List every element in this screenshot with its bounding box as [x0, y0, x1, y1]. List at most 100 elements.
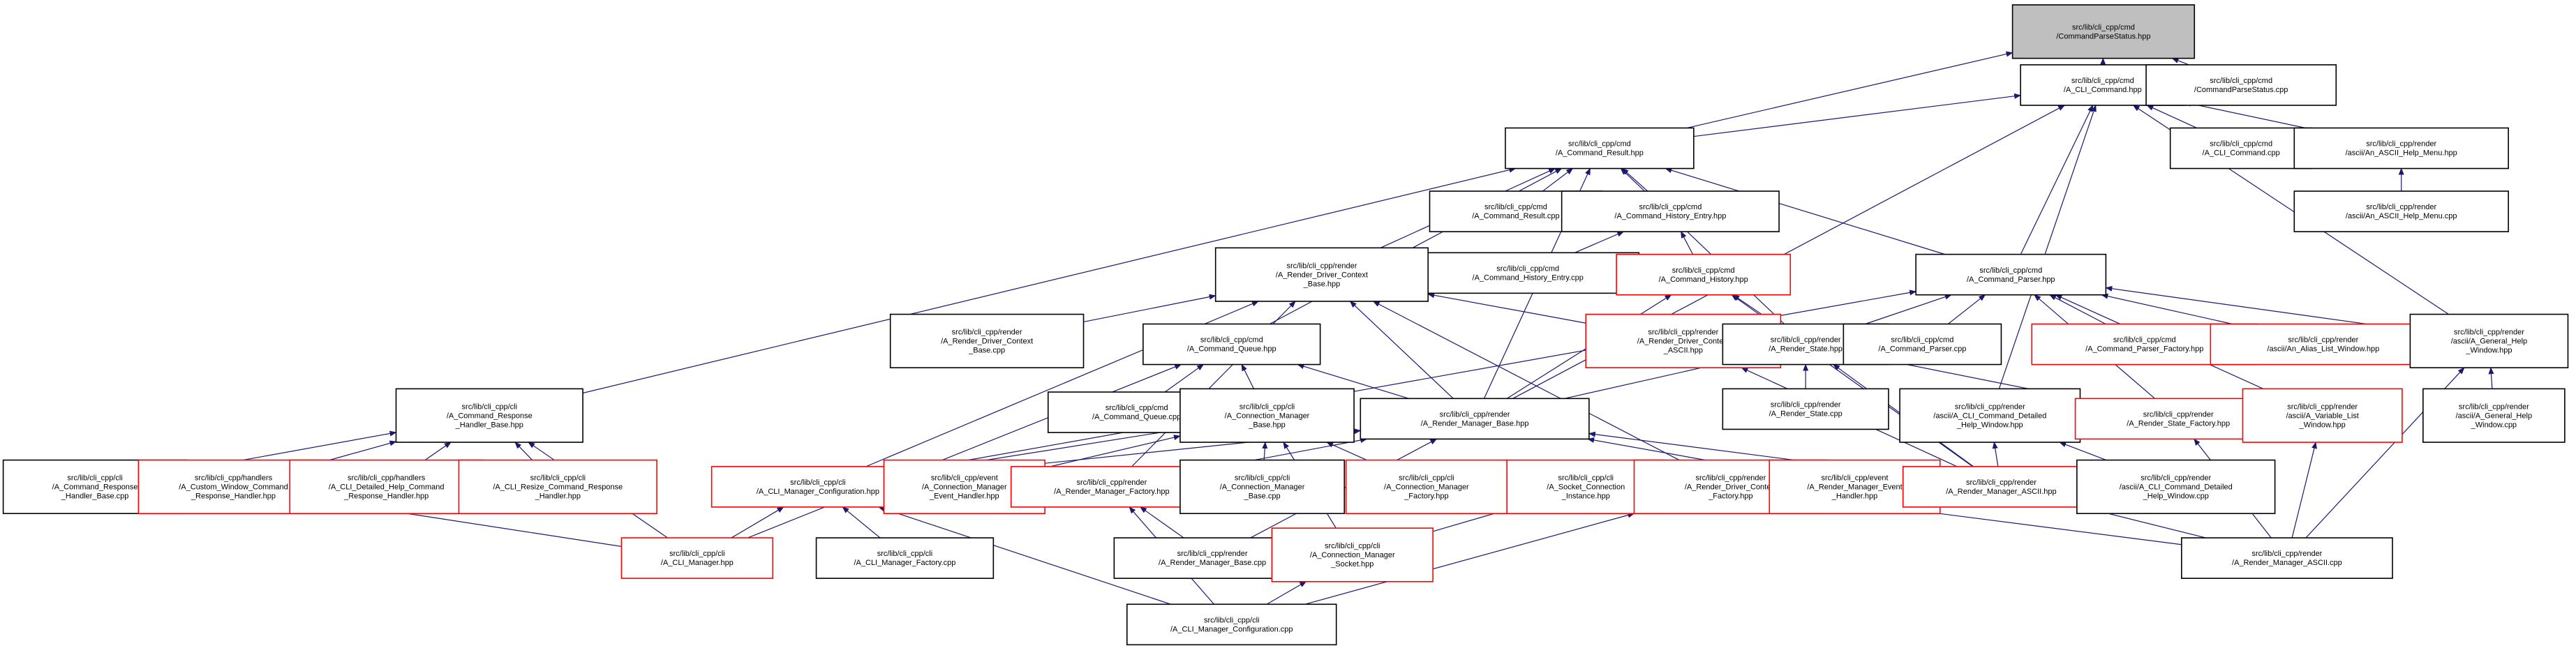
edge-render-driver-ctx-ascii-hpp-to-render-driver-ctx-base-hpp	[1427, 292, 1586, 324]
node-label-line: /A_Connection_Manager	[1220, 483, 1305, 492]
node-box	[620, 537, 774, 579]
node-cmd-parser-cpp[interactable]: src/lib/cli_cpp/cmd/A_Command_Parser.cpp	[1842, 323, 2002, 366]
node-box	[2076, 459, 2276, 515]
edge-conn-mgr-base-cpp-to-conn-mgr-base-hpp	[1262, 442, 1268, 460]
edge-cli-resize-cmd-resp-handler-hpp-to-cmd-resp-handler-base-hpp	[514, 442, 533, 461]
edge-cmd-queue-cpp-to-cmd-queue-hpp	[1164, 363, 1205, 393]
node-alias-list-window-hpp[interactable]: src/lib/cli_cpp/render/ascii/An_Alias_Li…	[2210, 323, 2437, 366]
node-box	[1842, 323, 2002, 366]
node-cli-cmd-detailed-help-window-cpp[interactable]: src/lib/cli_cpp/render/ascii/A_CLI_Comma…	[2076, 459, 2276, 515]
node-render-mgr-ascii-hpp[interactable]: src/lib/cli_cpp/render/A_Render_Manager_…	[1902, 466, 2100, 508]
node-label-line: src/lib/cli_cpp/handlers	[195, 474, 273, 483]
node-general-help-window-cpp[interactable]: src/lib/cli_cpp/render/ascii/A_General_H…	[2422, 388, 2566, 443]
node-label-line: src/lib/cli_cpp/render	[1771, 401, 1841, 409]
node-cmd-hist-entry-cpp[interactable]: src/lib/cli_cpp/cmd/A_Command_History_En…	[1416, 252, 1640, 294]
node-conn-mgr-base-hpp[interactable]: src/lib/cli_cpp/cli/A_Connection_Manager…	[1179, 388, 1355, 443]
node-label-line: src/lib/cli_cpp/cli	[462, 402, 517, 411]
node-cli-mgr-factory-cpp[interactable]: src/lib/cli_cpp/cli/A_CLI_Manager_Factor…	[815, 537, 995, 579]
node-label-line: /ascii/A_CLI_Command_Detailed	[2120, 483, 2233, 492]
edge-render-state-hpp-to-cmd-parser-hpp	[1865, 294, 1952, 325]
include-arrow	[328, 440, 397, 461]
node-conn-mgr-factory-hpp[interactable]: src/lib/cli_cpp/cli/A_Connection_Manager…	[1345, 459, 1508, 515]
node-label-line: _Window.hpp	[2465, 347, 2512, 355]
include-arrow	[878, 506, 1171, 605]
node-label-line: /A_Connection_Manager	[1225, 412, 1310, 420]
node-label-line: src/lib/cli_cpp/cli	[669, 550, 724, 558]
node-label-line: /A_CLI_Command.hpp	[2064, 86, 2142, 94]
node-cli-cmd-cpp[interactable]: src/lib/cli_cpp/cmd/A_CLI_Command.cpp	[2169, 127, 2313, 169]
node-label-line: src/lib/cli_cpp/render	[1966, 479, 2037, 487]
edge-cmd-resp-handler-base-hpp-to-cmd-result-hpp	[582, 167, 1517, 394]
node-label-line: /A_Connection_Manager	[922, 483, 1007, 492]
node-cps-cpp[interactable]: src/lib/cli_cpp/cmd/CommandParseStatus.c…	[2145, 64, 2337, 106]
include-arrow	[1542, 167, 1574, 192]
node-cmd-resp-handler-base-hpp[interactable]: src/lib/cli_cpp/cli/A_Command_Response_H…	[395, 388, 583, 443]
node-label-line: src/lib/cli_cpp/cmd	[1484, 203, 1547, 211]
include-arrow	[1693, 93, 2022, 137]
node-label-line: /ascii/An_ASCII_Help_Menu.cpp	[2346, 212, 2457, 220]
node-label-line: _Base.cpp	[1244, 492, 1281, 501]
edge-cmd-parser-hpp-to-cmd-result-hpp	[1665, 167, 1946, 255]
node-label-line: /A_Socket_Connection	[1547, 483, 1625, 492]
node-label-line: /A_Command_Result.hpp	[1556, 149, 1644, 158]
node-label-line: /A_CLI_Manager_Configuration.cpp	[1170, 625, 1293, 633]
node-variable-list-window-hpp[interactable]: src/lib/cli_cpp/render/ascii/A_Variable_…	[2242, 388, 2403, 443]
edge-render-mgr-base-hpp-to-render-driver-ctx-base-hpp	[1349, 301, 1454, 399]
node-label-line: src/lib/cli_cpp/cli	[530, 474, 586, 483]
node-render-mgr-factory-hpp[interactable]: src/lib/cli_cpp/render/A_Render_Manager_…	[1010, 466, 1213, 508]
node-label-line: src/lib/cli_cpp/render	[2251, 550, 2322, 558]
node-box	[2210, 323, 2437, 366]
node-label-line: /A_Command_Queue.cpp	[1092, 413, 1181, 421]
node-cli-mgr-hpp[interactable]: src/lib/cli_cpp/cli/A_CLI_Manager.hpp	[620, 537, 774, 579]
node-box	[1271, 527, 1434, 582]
include-arrow	[2059, 442, 2107, 461]
node-label-line: _Window.hpp	[2299, 421, 2346, 429]
node-label-line: src/lib/cli_cpp/render	[2366, 140, 2436, 149]
node-render-mgr-base-hpp[interactable]: src/lib/cli_cpp/render/A_Render_Manager_…	[1360, 398, 1590, 440]
include-arrow	[2101, 293, 2233, 325]
node-label-line: src/lib/cli_cpp/handlers	[348, 474, 426, 483]
node-label-line: /A_Command_Parser.cpp	[1878, 345, 1966, 354]
node-conn-mgr-base-cpp[interactable]: src/lib/cli_cpp/cli/A_Connection_Manager…	[1179, 459, 1346, 515]
node-label-line: src/lib/cli_cpp/cli	[1399, 474, 1454, 483]
node-label-line: /A_CLI_Command.cpp	[2203, 149, 2280, 158]
node-cmd-parser-hpp[interactable]: src/lib/cli_cpp/cmd/A_Command_Parser.hpp	[1915, 253, 2107, 296]
node-general-help-window-hpp[interactable]: src/lib/cli_cpp/render/ascii/A_General_H…	[2409, 313, 2569, 369]
node-render-driver-ctx-base-hpp[interactable]: src/lib/cli_cpp/render/A_Render_Driver_C…	[1214, 247, 1429, 302]
node-ascii-help-menu-hpp[interactable]: src/lib/cli_cpp/render/ascii/An_ASCII_He…	[2293, 127, 2509, 169]
edge-conn-mgr-base-hpp-to-cmd-queue-hpp	[1241, 363, 1255, 389]
include-arrow	[514, 442, 533, 461]
node-label-line: _Handler.hpp	[535, 492, 581, 501]
node-label-line: /A_Connection_Manager	[1310, 551, 1395, 559]
node-cmd-history-hpp[interactable]: src/lib/cli_cpp/cmd/A_Command_History.hp…	[1616, 253, 1792, 296]
node-label-line: /A_Render_Driver_Context	[941, 338, 1033, 346]
include-arrow	[2184, 100, 2306, 129]
node-cmd-hist-entry-hpp[interactable]: src/lib/cli_cpp/cmd/A_Command_History_En…	[1561, 190, 1780, 232]
node-cmd-result-hpp[interactable]: src/lib/cli_cpp/cmd/A_Command_Result.hpp	[1505, 127, 1695, 169]
node-ascii-help-menu-cpp[interactable]: src/lib/cli_cpp/render/ascii/An_ASCII_He…	[2293, 190, 2509, 232]
node-cmd-queue-hpp[interactable]: src/lib/cli_cpp/cmd/A_Command_Queue.hpp	[1142, 323, 1321, 366]
node-render-mgr-ascii-cpp[interactable]: src/lib/cli_cpp/render/A_Render_Manager_…	[2181, 537, 2393, 579]
include-arrow	[1681, 231, 1694, 255]
node-label-line: src/lib/cli_cpp/cmd	[1979, 266, 2042, 275]
node-layer: src/lib/cli_cpp/cmd/CommandParseStatus.h…	[2, 4, 2569, 646]
node-cli-mgr-config-cpp[interactable]: src/lib/cli_cpp/cli/A_CLI_Manager_Config…	[1126, 603, 1337, 646]
node-cli-resize-cmd-resp-handler-hpp[interactable]: src/lib/cli_cpp/cli/A_CLI_Resize_Command…	[458, 459, 658, 515]
node-cli-cmd-detailed-help-window-hpp[interactable]: src/lib/cli_cpp/render/ascii/A_CLI_Comma…	[1899, 388, 2081, 443]
edge-render-mgr-ascii-hpp-to-cli-cmd-detailed-help-window-hpp	[1992, 442, 1999, 467]
node-label-line: _Factory.hpp	[1404, 492, 1448, 501]
node-label-line: /A_CLI_Resize_Command_Response	[493, 483, 623, 492]
node-box	[2293, 190, 2509, 232]
include-arrow	[1241, 363, 1255, 389]
node-render-state-cpp[interactable]: src/lib/cli_cpp/render/A_Render_State.cp…	[1722, 388, 1889, 430]
node-root[interactable]: src/lib/cli_cpp/cmd/CommandParseStatus.h…	[2011, 4, 2196, 59]
include-arrow	[1998, 105, 2097, 389]
node-conn-mgr-socket-hpp[interactable]: src/lib/cli_cpp/cli/A_Connection_Manager…	[1271, 527, 1434, 582]
node-render-driver-ctx-base-cpp[interactable]: src/lib/cli_cpp/render/A_Render_Driver_C…	[889, 313, 1085, 369]
node-label-line: /A_Command_Response	[52, 483, 138, 492]
node-cli-detailed-help-cmd-resp-handler-hpp[interactable]: src/lib/cli_cpp/handlers/A_CLI_Detailed_…	[289, 459, 484, 515]
edge-cmd-parser-factory-hpp-to-cmd-parser-hpp	[2049, 294, 2106, 325]
edge-cmd-parser-hpp-to-cli-cmd-hpp	[2020, 105, 2094, 255]
node-box	[1616, 253, 1792, 296]
